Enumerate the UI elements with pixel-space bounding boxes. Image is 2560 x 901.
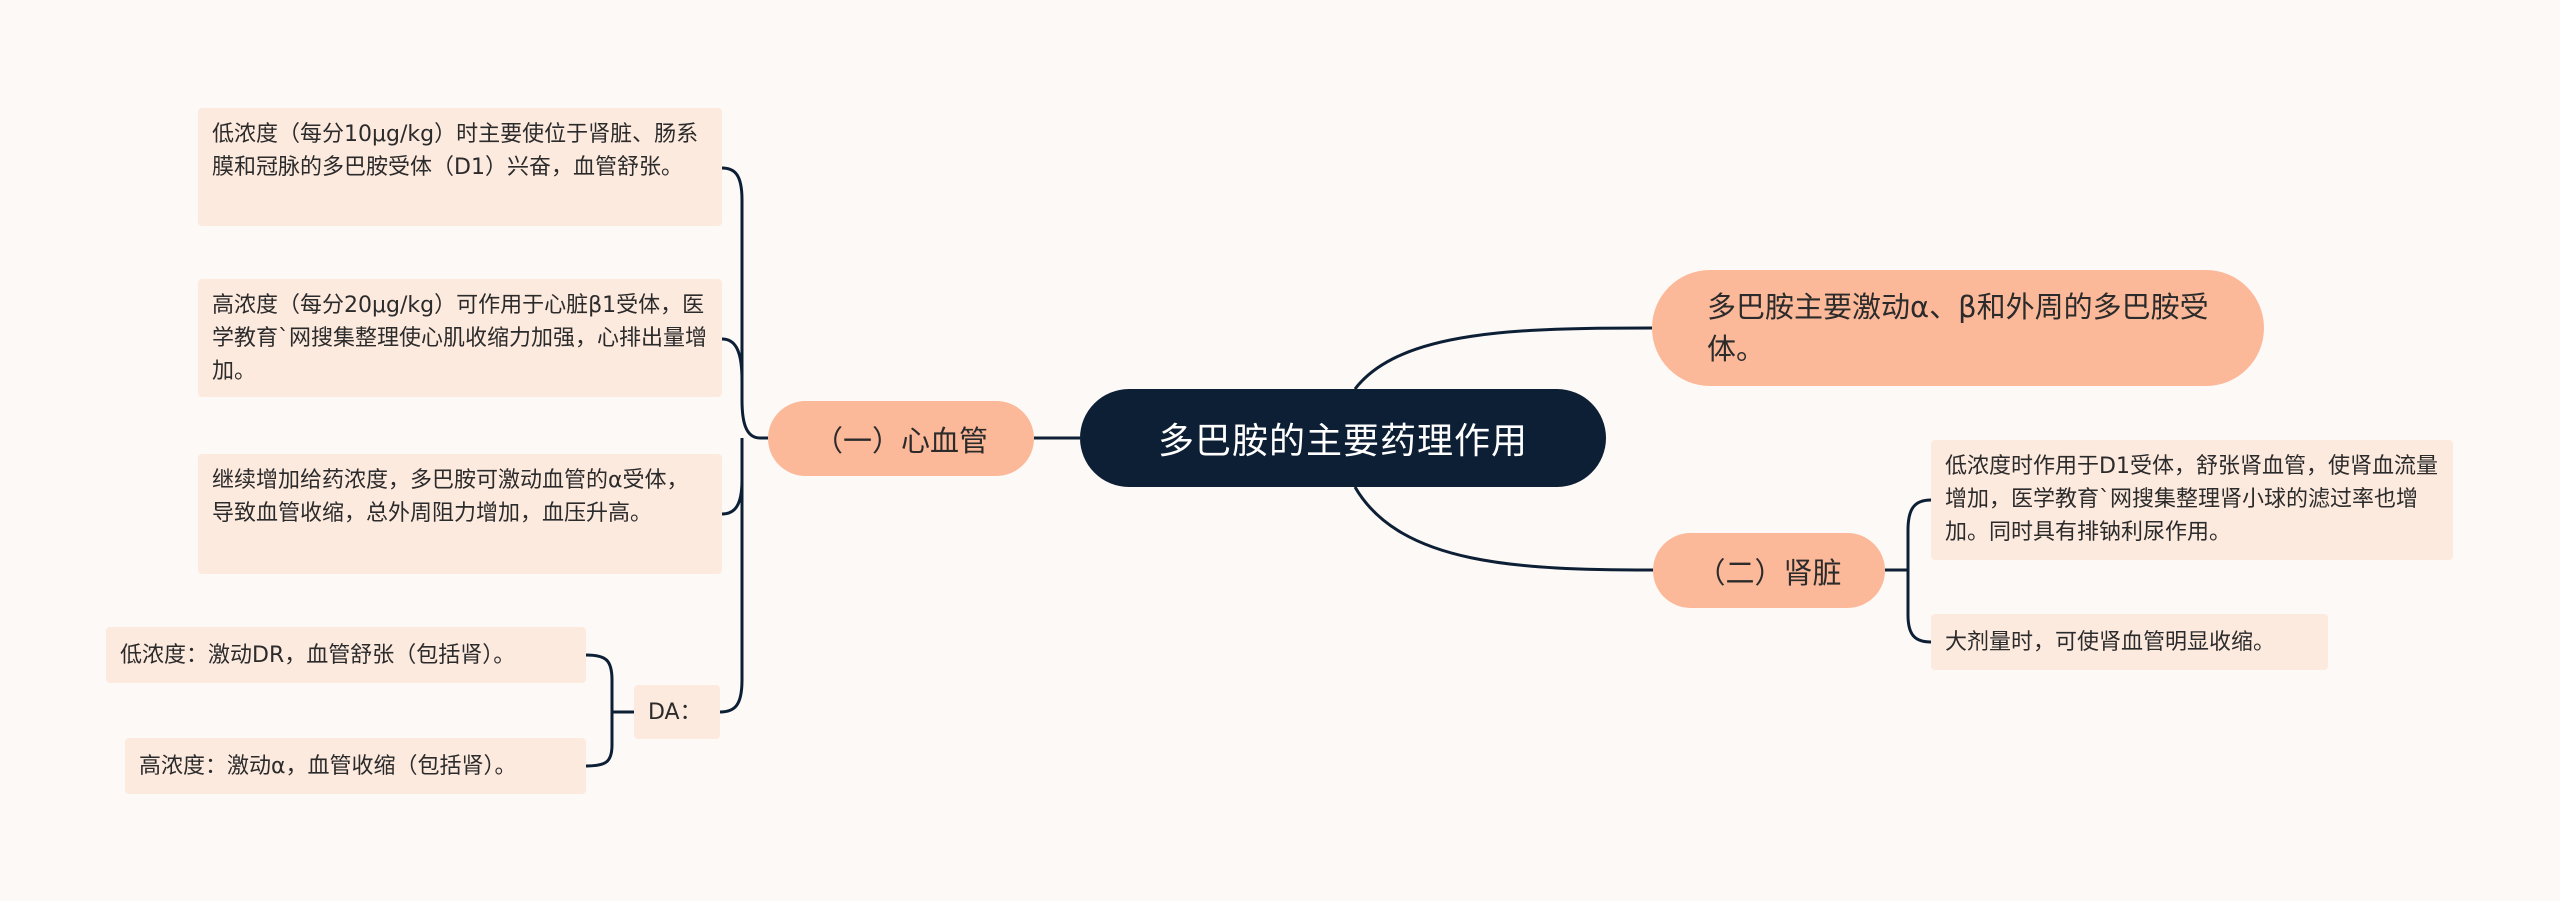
connector-root-kidney <box>1353 486 1654 572</box>
connector-root-main <box>1353 326 1653 390</box>
root-topic[interactable]: 多巴胺的主要药理作用 <box>1080 389 1606 487</box>
leaf-increased-dose[interactable]: 继续增加给药浓度，多巴胺可激动血管的α受体，导致血管收缩，总外周阻力增加，血压升… <box>198 454 722 574</box>
leaf-low-concentration[interactable]: 低浓度（每分10μg/kg）时主要使位于肾脏、肠系膜和冠脉的多巴胺受体（D1）兴… <box>198 108 722 226</box>
connector-kidney-k1 <box>1885 498 1932 572</box>
connector-cardio-da <box>719 438 744 714</box>
branch-receptor-summary[interactable]: 多巴胺主要激动α、β和外周的多巴胺受体。 <box>1652 270 2264 386</box>
connector-da-high <box>585 712 614 768</box>
connector-kidney-k2 <box>1906 570 1932 644</box>
branch-cardiovascular[interactable]: （一）心血管 <box>768 401 1034 476</box>
leaf-da-high[interactable]: 高浓度：激动α，血管收缩（包括肾）。 <box>125 738 586 794</box>
connector-cardio-more <box>721 479 744 516</box>
leaf-kidney-low[interactable]: 低浓度时作用于D1受体，舒张肾血管，使肾血流量增加，医学教育`网搜集整理肾小球的… <box>1931 440 2453 560</box>
connector-cardio-high <box>721 337 744 381</box>
connector-da-low <box>585 653 634 714</box>
branch-kidney[interactable]: （二）肾脏 <box>1653 533 1885 608</box>
leaf-kidney-high[interactable]: 大剂量时，可使肾血管明显收缩。 <box>1931 614 2328 670</box>
leaf-high-concentration[interactable]: 高浓度（每分20μg/kg）可作用于心脏β1受体，医学教育`网搜集整理使心肌收缩… <box>198 279 722 397</box>
connector-cardio-low <box>721 166 768 440</box>
leaf-da[interactable]: DA： <box>634 685 720 739</box>
leaf-da-low[interactable]: 低浓度：激动DR，血管舒张（包括肾）。 <box>106 627 586 683</box>
